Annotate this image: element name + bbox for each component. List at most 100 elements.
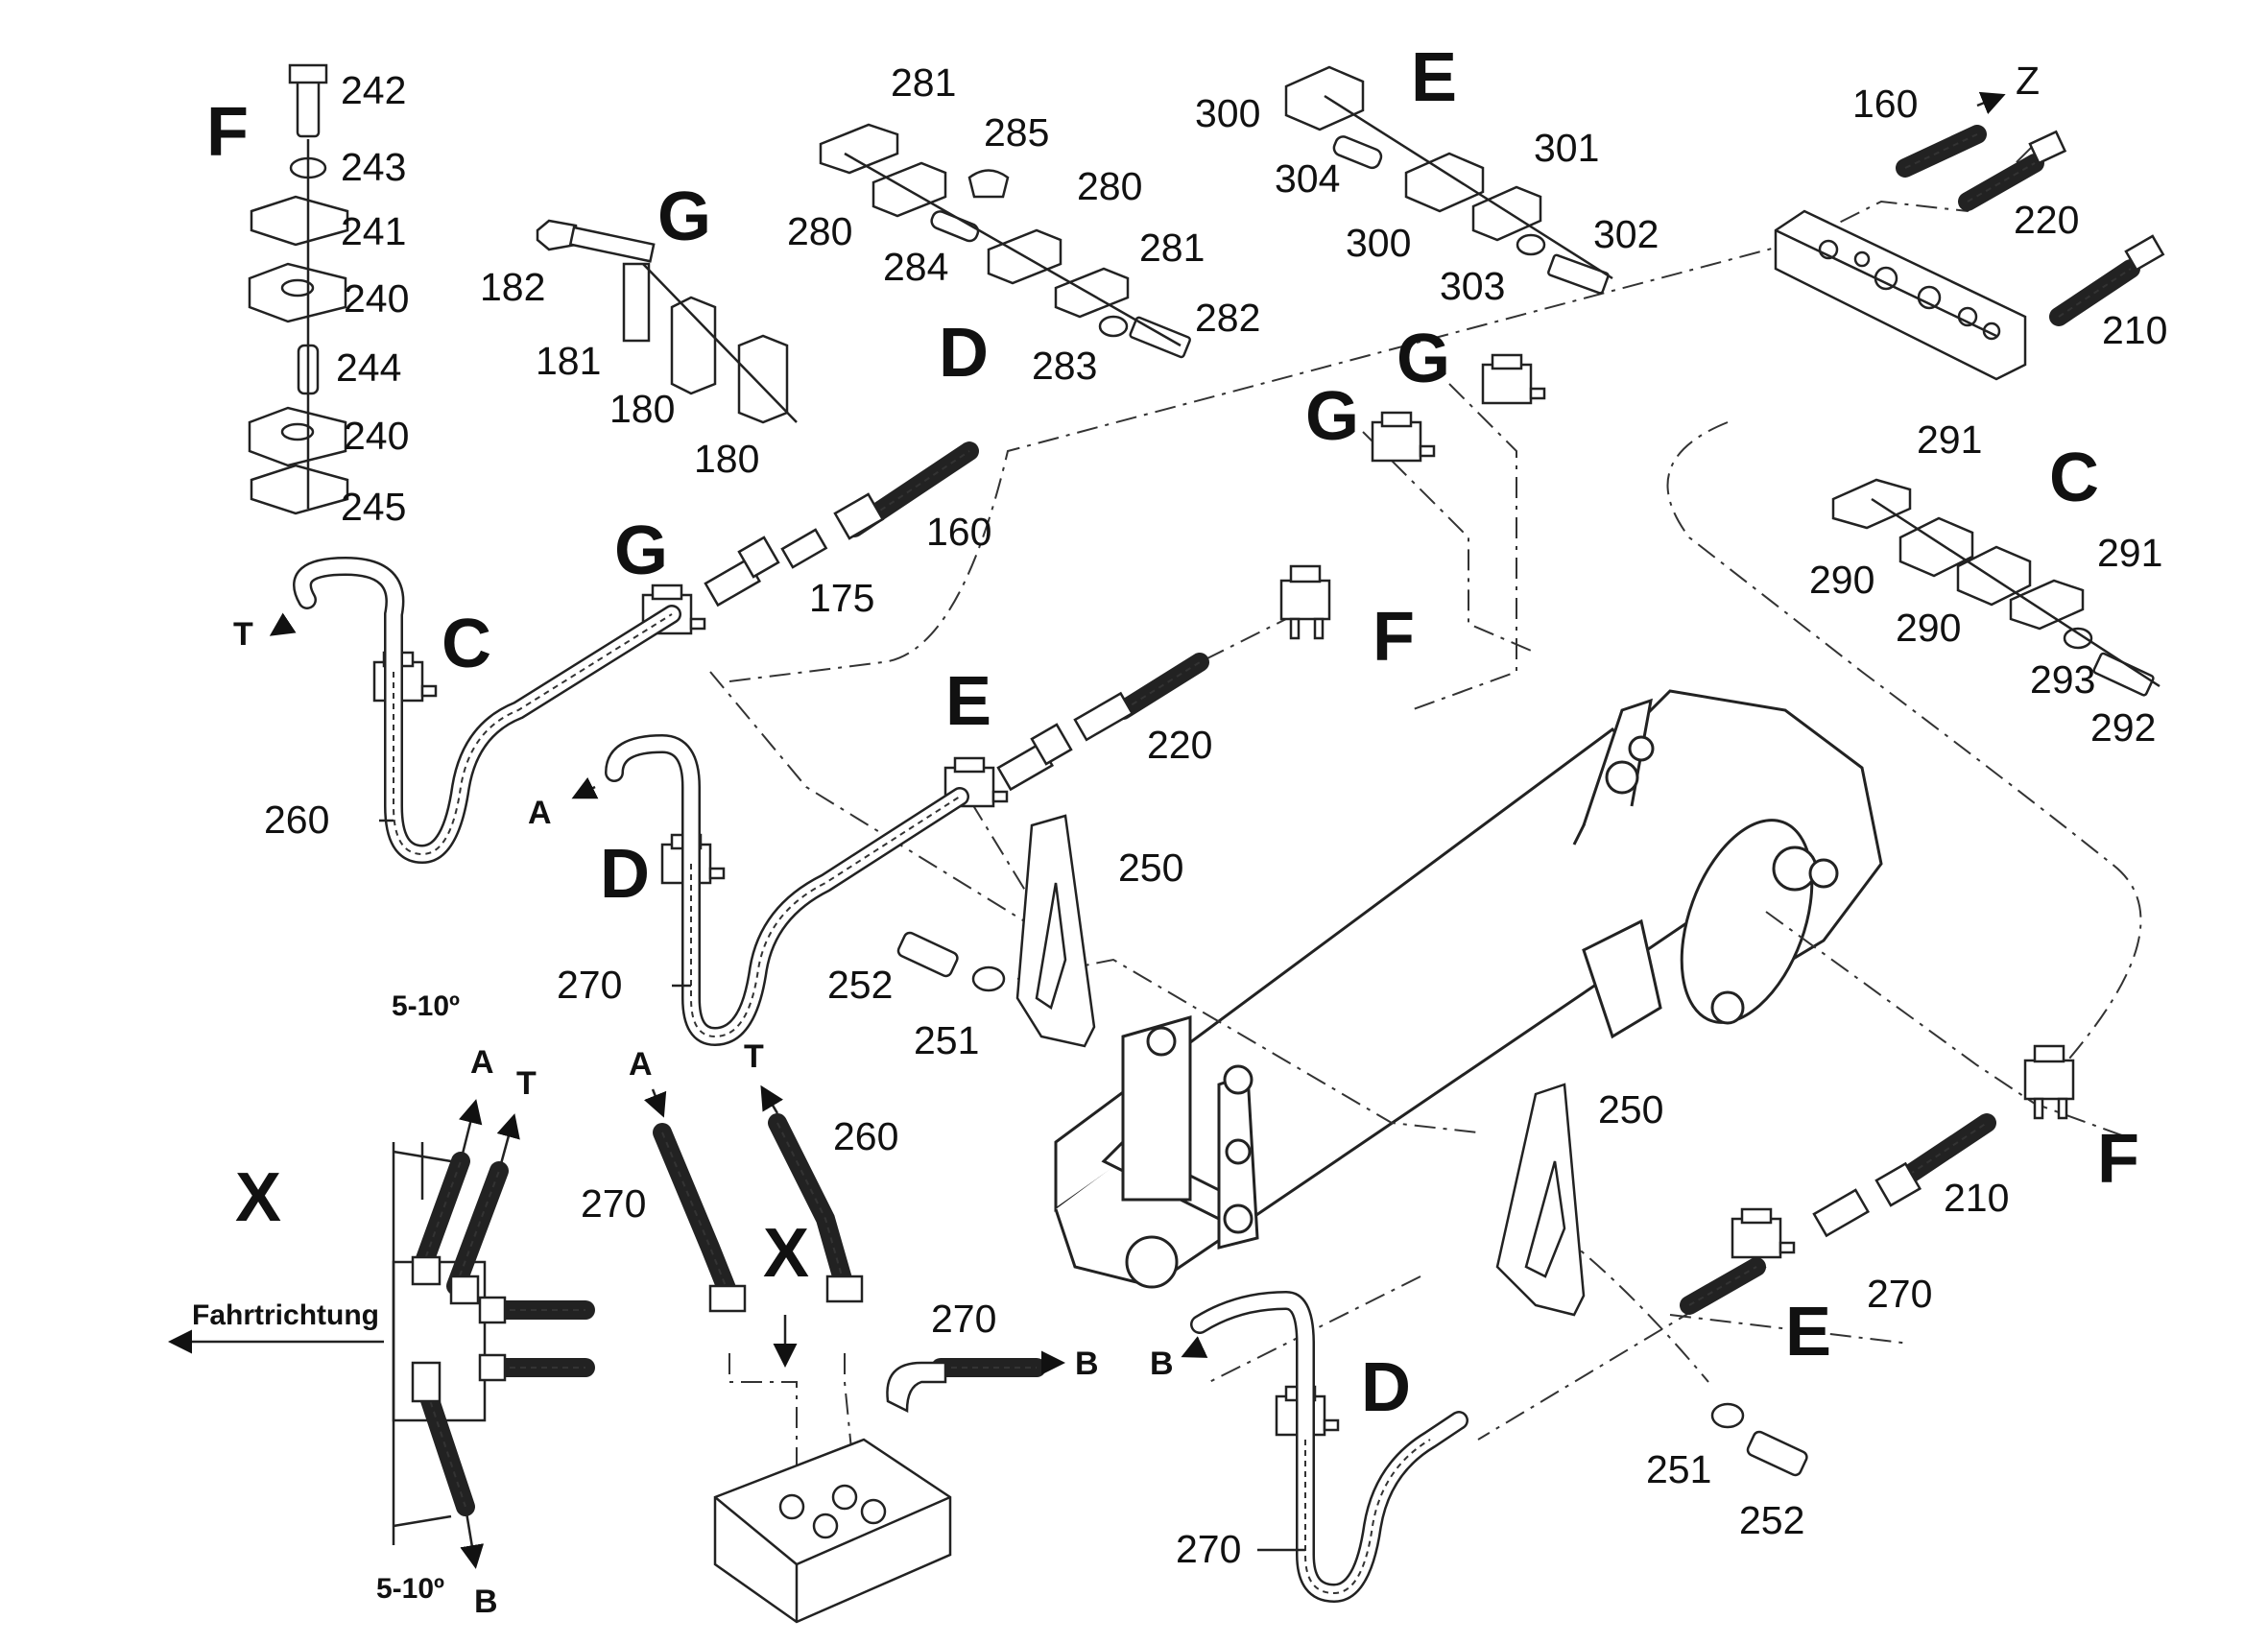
label-243: 243	[341, 145, 406, 189]
label-284: 284	[883, 245, 948, 289]
label-291a: 291	[1917, 417, 1982, 462]
clamp-g-top1	[1481, 353, 1546, 405]
clamp-e-right	[1731, 1207, 1796, 1259]
label-181: 181	[536, 339, 601, 383]
valve-block	[713, 1438, 952, 1624]
label-group-f: F	[206, 94, 249, 171]
label-260b: 260	[833, 1114, 898, 1158]
label-290a: 290	[1809, 558, 1874, 602]
clamp-f-right	[2023, 1044, 2075, 1120]
clamp-c-left	[372, 651, 438, 703]
label-270b: 270	[1867, 1272, 1932, 1316]
label-direction: Fahrtrichtung	[192, 1299, 379, 1331]
label-280b: 280	[787, 209, 852, 253]
label-group-g-left: G	[614, 512, 668, 589]
label-251a: 251	[914, 1018, 979, 1062]
label-300b: 300	[1346, 221, 1411, 265]
manifold-block	[1774, 209, 2027, 381]
hoses	[293, 441, 1996, 1604]
clamp-f-mid	[1279, 564, 1331, 640]
label-242: 242	[341, 68, 406, 112]
label-group-d2: D	[600, 836, 650, 913]
label-group-e3: E	[1785, 1294, 1831, 1370]
label-281a: 281	[891, 60, 956, 105]
label-port-a2: A	[629, 1046, 653, 1083]
label-270d: 270	[581, 1181, 646, 1226]
label-220a: 220	[2014, 198, 2079, 242]
label-port-t2: T	[744, 1038, 764, 1075]
label-angle-top: 5-10º	[392, 990, 460, 1022]
label-240b: 240	[344, 414, 409, 458]
label-z: Z	[2016, 59, 2040, 103]
labels: F 242 243 241 240 244 240 245 G 182 181 …	[192, 39, 2167, 1620]
group-g-parts	[536, 219, 798, 424]
top-right-fittings	[1896, 125, 2165, 326]
label-180b: 180	[694, 437, 759, 481]
label-220b: 220	[1147, 723, 1212, 767]
label-302: 302	[1593, 212, 1659, 256]
label-group-g2: G	[1397, 321, 1450, 397]
port-arrows	[269, 91, 2006, 1375]
label-160a: 160	[1852, 82, 1918, 126]
label-port-a1: A	[528, 795, 552, 831]
boom-arm	[1054, 689, 1883, 1289]
label-group-g3: G	[1305, 378, 1359, 455]
label-282: 282	[1195, 296, 1260, 340]
label-292: 292	[2090, 705, 2156, 750]
label-290b: 290	[1896, 606, 1961, 650]
label-x-port-a: A	[470, 1044, 494, 1081]
label-244: 244	[336, 345, 401, 390]
label-241: 241	[341, 209, 406, 253]
label-group-f3: F	[2097, 1121, 2139, 1198]
callout-leaders	[379, 819, 1305, 1552]
label-group-x: X	[235, 1159, 281, 1236]
label-260a: 260	[264, 798, 329, 842]
group-d-parts	[819, 123, 1191, 359]
label-252a: 252	[827, 963, 893, 1007]
label-281b: 281	[1139, 226, 1205, 270]
label-285: 285	[984, 110, 1049, 155]
label-251b: 251	[1646, 1447, 1711, 1491]
label-210a: 210	[2102, 308, 2167, 352]
label-group-f2: F	[1373, 599, 1415, 676]
label-group-g1: G	[657, 179, 711, 255]
label-293: 293	[2030, 657, 2095, 702]
label-245: 245	[341, 485, 406, 529]
label-252b: 252	[1739, 1498, 1804, 1542]
label-180a: 180	[609, 387, 675, 431]
detail-x	[168, 1099, 595, 1569]
label-280a: 280	[1077, 164, 1142, 208]
label-angle-bottom: 5-10º	[376, 1573, 444, 1605]
label-port-b1: B	[1075, 1346, 1099, 1382]
plates-250	[1015, 814, 1586, 1317]
label-group-e2: E	[945, 663, 991, 740]
label-group-c2: C	[442, 606, 491, 682]
label-304: 304	[1275, 156, 1340, 201]
label-270e: 270	[931, 1297, 996, 1341]
group-e-parts	[1284, 65, 1613, 295]
label-group-e1: E	[1411, 39, 1457, 116]
label-group-d1: D	[939, 315, 989, 392]
label-270c: 270	[1176, 1527, 1241, 1571]
label-160b: 160	[926, 510, 991, 554]
label-x-port-t: T	[516, 1065, 537, 1102]
fittings	[704, 492, 1922, 1414]
group-c-parts	[1831, 478, 2161, 697]
bolts-252-251	[896, 931, 1808, 1477]
label-283: 283	[1032, 344, 1097, 388]
label-240a: 240	[344, 276, 409, 321]
label-x-port-b: B	[474, 1584, 498, 1620]
label-group-c1: C	[2049, 440, 2099, 516]
label-port-t1: T	[233, 616, 253, 653]
label-182: 182	[480, 265, 545, 309]
label-303: 303	[1440, 264, 1505, 308]
label-175: 175	[809, 576, 874, 620]
label-270a: 270	[557, 963, 622, 1007]
label-301: 301	[1534, 126, 1599, 170]
label-port-b2: B	[1150, 1346, 1174, 1382]
label-250b: 250	[1598, 1087, 1663, 1132]
label-x-view: X	[763, 1215, 809, 1292]
label-300a: 300	[1195, 91, 1260, 135]
label-210b: 210	[1944, 1176, 2009, 1220]
